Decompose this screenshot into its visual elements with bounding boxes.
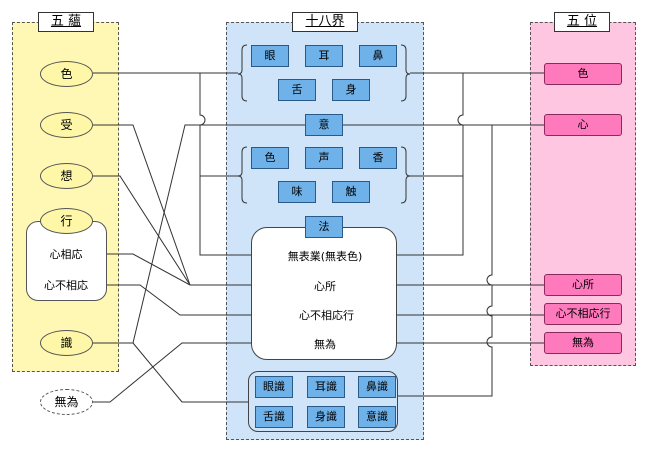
dharma-shinfusoogyo: 心不相応行 bbox=[292, 307, 361, 323]
dharma-shinsho: 心所 bbox=[308, 278, 342, 294]
organ-tongue: 舌 bbox=[278, 79, 316, 101]
object-smell: 香 bbox=[359, 147, 397, 169]
consciousness-tongue: 舌識 bbox=[255, 406, 293, 428]
object-dharma: 法 bbox=[305, 216, 343, 238]
skandha-shiki-consciousness: 識 bbox=[40, 330, 93, 356]
object-touch: 触 bbox=[332, 181, 370, 203]
skandha-title: 五 蘊 bbox=[38, 12, 94, 32]
dharma-mui: 無為 bbox=[310, 336, 340, 352]
gyo-sub-shinfusoo: 心不相応 bbox=[44, 279, 88, 292]
organ-nose: 鼻 bbox=[359, 45, 397, 67]
dhatu-title: 十八界 bbox=[292, 12, 358, 32]
organ-eye: 眼 bbox=[251, 45, 289, 67]
organ-ear: 耳 bbox=[305, 45, 343, 67]
organ-mind: 意 bbox=[305, 114, 343, 136]
consciousness-eye: 眼識 bbox=[255, 376, 293, 398]
consciousness-ear: 耳識 bbox=[307, 376, 345, 398]
object-sound: 声 bbox=[305, 147, 343, 169]
organ-body: 身 bbox=[332, 79, 370, 101]
position-title: 五 位 bbox=[554, 12, 610, 32]
position-form: 色 bbox=[544, 63, 622, 85]
object-form: 色 bbox=[251, 147, 289, 169]
consciousness-group bbox=[248, 371, 398, 432]
outside-mui: 無為 bbox=[40, 389, 93, 415]
dharma-muhyogo: 無表業(無表色) bbox=[280, 248, 370, 264]
skandha-gyo: 行 bbox=[40, 208, 93, 234]
position-mind: 心 bbox=[544, 114, 622, 136]
skandha-ju: 受 bbox=[40, 112, 93, 138]
position-mental-factors: 心所 bbox=[544, 274, 622, 296]
skandha-so: 想 bbox=[40, 163, 93, 189]
consciousness-body: 身識 bbox=[307, 406, 345, 428]
consciousness-mind: 意識 bbox=[358, 406, 396, 428]
position-non-associated: 心不相応行 bbox=[544, 303, 622, 325]
position-unconditioned: 無為 bbox=[544, 332, 622, 354]
skandha-shiki: 色 bbox=[40, 61, 93, 87]
gyo-sub-shinsoo: 心相応 bbox=[49, 248, 83, 261]
object-taste: 味 bbox=[278, 181, 316, 203]
consciousness-nose: 鼻識 bbox=[358, 376, 396, 398]
